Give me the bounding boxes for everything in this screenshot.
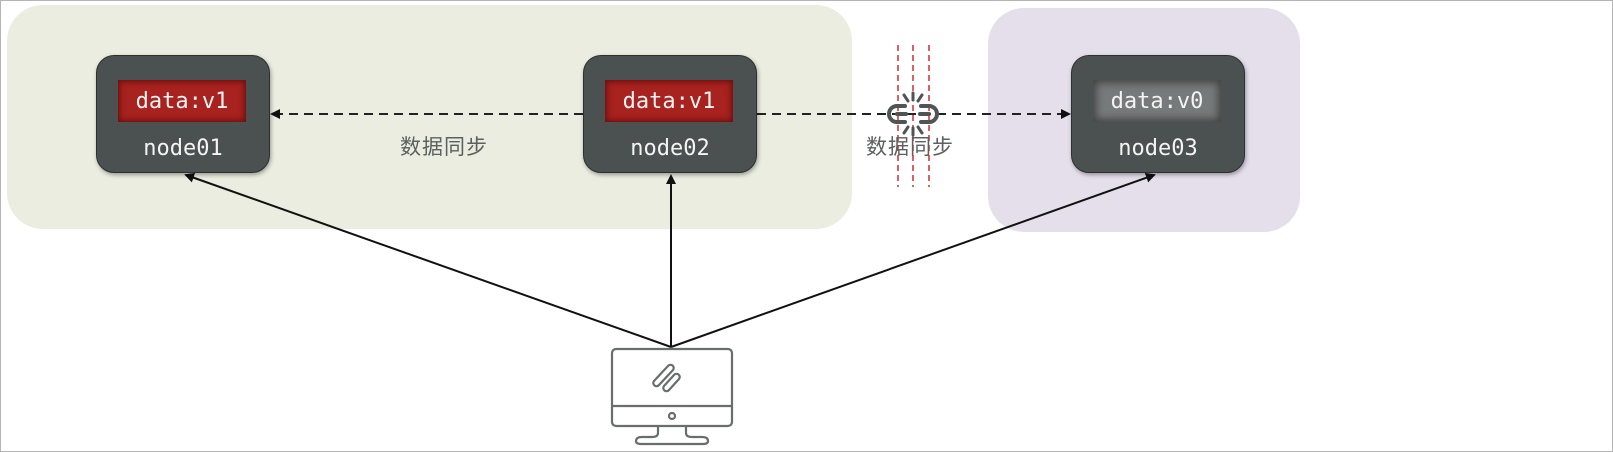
node-card-node03: data:v0 node03 <box>1071 55 1245 173</box>
client-edge-node03 <box>670 172 1156 348</box>
broken-link-icon <box>887 91 939 137</box>
sync-label-node03: 数据同步 <box>866 135 954 159</box>
node-card-node01: data:v1 node01 <box>96 55 270 173</box>
node-data-badge: data:v0 <box>1093 80 1221 122</box>
node-name: node03 <box>1118 136 1198 161</box>
node-name: node01 <box>143 136 223 161</box>
node-name: node02 <box>630 136 710 161</box>
node-data-badge: data:v1 <box>605 80 733 122</box>
sync-label-node01: 数据同步 <box>400 135 488 159</box>
node-data-badge: data:v1 <box>118 80 246 122</box>
desktop-computer-icon <box>610 347 734 446</box>
client-edge-node01 <box>184 172 672 348</box>
node-card-node02: data:v1 node02 <box>583 55 757 173</box>
